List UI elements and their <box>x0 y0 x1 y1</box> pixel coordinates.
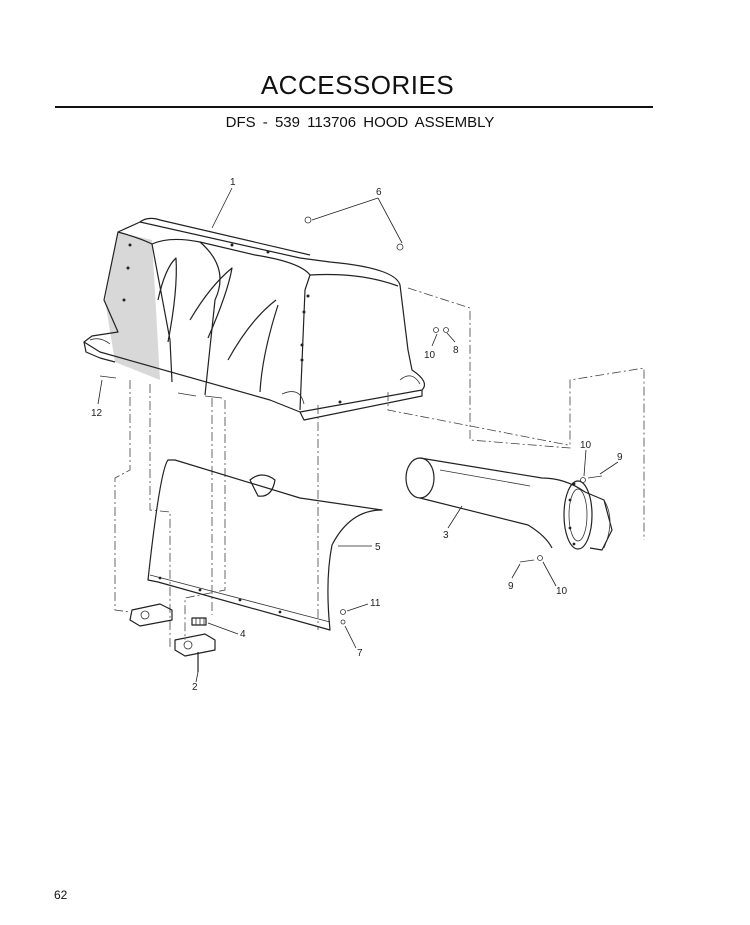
title-rule <box>55 106 653 108</box>
bracket-part-lower <box>174 633 216 672</box>
screw-12 <box>99 375 117 379</box>
nut-7 <box>340 619 346 625</box>
callout-9-tube-top: 9 <box>617 452 623 463</box>
callout-2: 2 <box>192 682 198 693</box>
callout-7: 7 <box>357 648 363 659</box>
callout-10-hood: 10 <box>424 350 436 361</box>
washer-11 <box>340 609 346 615</box>
callout-12: 12 <box>91 408 103 419</box>
deflector-part <box>147 459 383 631</box>
page-subtitle: DFS - 539 113706 HOOD ASSEMBLY <box>225 114 495 131</box>
washer-10-hood <box>433 327 439 333</box>
hood-part <box>83 217 425 421</box>
callout-10-tube-top: 10 <box>580 440 592 451</box>
screw-hood-b <box>204 395 223 399</box>
callout-6-top: 6 <box>376 187 382 198</box>
page-number: 62 <box>54 888 68 902</box>
strip-part-4 <box>191 617 207 626</box>
nut-8-hood <box>443 327 449 333</box>
washer-10-tube-top <box>580 477 586 483</box>
bolt-9-tube-top <box>587 475 603 479</box>
callout-9-tube-bottom: 9 <box>508 581 514 592</box>
washer-10-tube-bottom <box>537 555 543 561</box>
nut-6-side <box>396 243 404 251</box>
callout-11: 11 <box>370 598 381 609</box>
callout-5: 5 <box>375 542 381 553</box>
callout-4: 4 <box>240 629 246 640</box>
screw-hood-a <box>177 392 197 397</box>
tube-part <box>405 457 613 551</box>
callout-10-tube-bottom: 10 <box>556 586 568 597</box>
callout-8-hood: 8 <box>453 345 459 356</box>
page-title: ACCESSORIES <box>260 70 455 100</box>
nut-6-top <box>304 216 312 224</box>
callout-3: 3 <box>443 530 449 541</box>
callout-1: 1 <box>230 177 236 188</box>
bracket-part-upper <box>129 603 173 627</box>
bolt-9-tube-bottom <box>519 559 535 563</box>
